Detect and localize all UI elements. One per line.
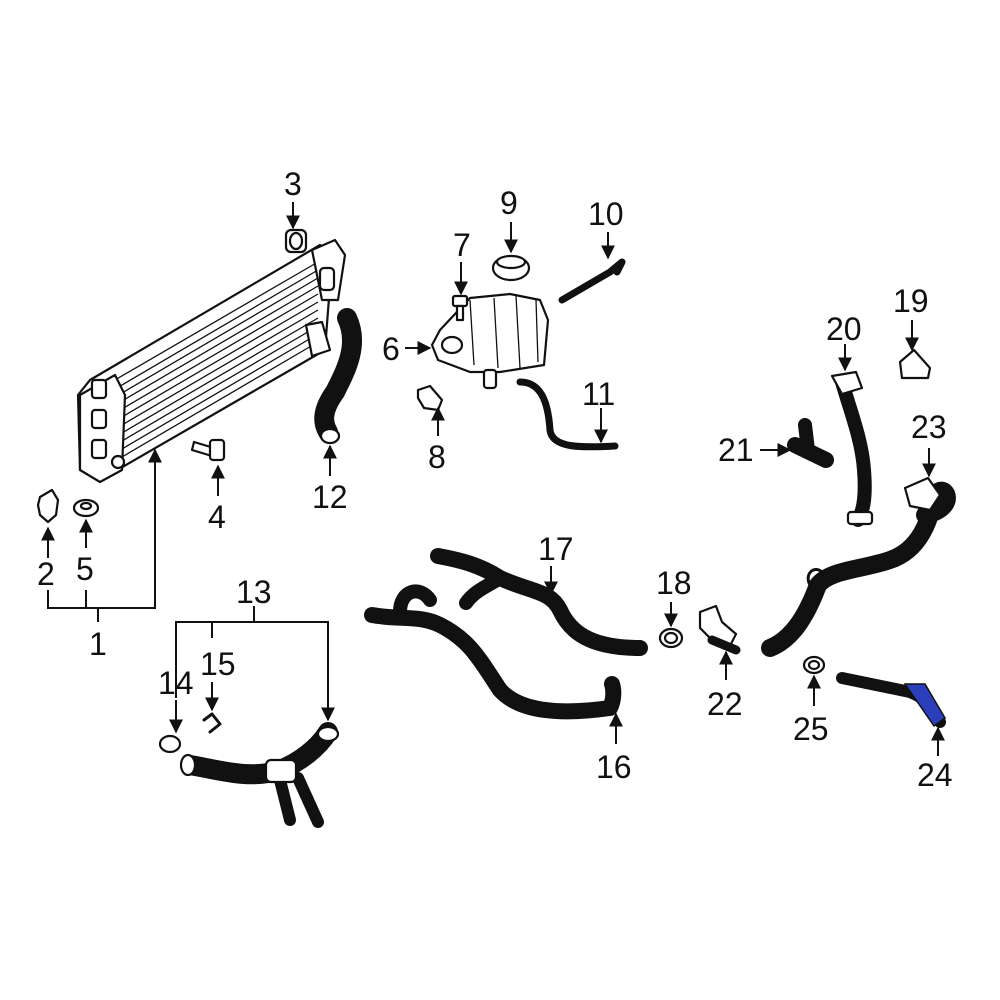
bolt-part-4[interactable] (190, 438, 226, 462)
hose-assembly-part-13[interactable] (179, 722, 340, 828)
tee-connector-part-21[interactable] (787, 418, 834, 468)
hose-part-11[interactable] (516, 378, 619, 451)
connector-part-22[interactable] (698, 604, 741, 655)
heater-hose-part-16[interactable] (364, 584, 622, 720)
callout-21: 21 (718, 432, 754, 468)
callout-13: 13 (236, 574, 272, 610)
callout-14: 14 (158, 665, 194, 701)
callout-labels: 1 2 3 4 5 6 7 8 9 10 11 12 13 14 15 16 1… (37, 166, 953, 793)
callout-8: 8 (428, 439, 446, 475)
callout-18: 18 (656, 565, 692, 601)
clamp-part-18[interactable] (658, 627, 684, 649)
hose-part-23[interactable] (761, 476, 956, 657)
callout-24: 24 (917, 757, 953, 793)
callout-25: 25 (793, 711, 829, 747)
clip-part-15[interactable] (202, 712, 222, 734)
coolant-tube-part-24[interactable] (836, 672, 946, 728)
callout-10: 10 (588, 196, 624, 232)
clamp-part-25[interactable] (802, 655, 826, 675)
reservoir-cap-part-9[interactable] (491, 254, 531, 282)
callout-19: 19 (893, 283, 929, 319)
callout-23: 23 (911, 409, 947, 445)
clip-part-2[interactable] (36, 488, 60, 524)
grommet-part-5[interactable] (72, 498, 100, 518)
callout-5: 5 (76, 551, 94, 587)
hose-part-20[interactable] (830, 370, 874, 527)
callout-15: 15 (200, 646, 236, 682)
isolator-part-3[interactable] (284, 228, 308, 254)
heater-hose-part-17[interactable] (430, 548, 648, 656)
callout-9: 9 (500, 185, 518, 221)
callout-6: 6 (382, 331, 400, 367)
upper-hose-part-12[interactable] (314, 308, 363, 445)
callout-22: 22 (707, 686, 743, 722)
callout-20: 20 (826, 311, 862, 347)
bolt-part-7[interactable] (451, 294, 469, 322)
vent-tube-part-10[interactable] (558, 258, 626, 304)
callout-1: 1 (89, 626, 107, 662)
o-ring-part-14[interactable] (158, 734, 182, 754)
callout-7: 7 (453, 227, 471, 263)
callout-3: 3 (284, 166, 302, 202)
callout-4: 4 (208, 499, 226, 535)
leader-lines (41, 202, 945, 756)
callout-11: 11 (582, 376, 615, 412)
coolant-reservoir[interactable] (430, 292, 550, 390)
callout-2: 2 (37, 556, 55, 592)
callout-16: 16 (596, 749, 632, 785)
bracket-part-19[interactable] (898, 348, 932, 380)
bracket-part-8[interactable] (416, 384, 444, 412)
callout-12: 12 (312, 479, 348, 515)
radiator[interactable] (76, 238, 347, 484)
callout-17: 17 (538, 531, 574, 567)
